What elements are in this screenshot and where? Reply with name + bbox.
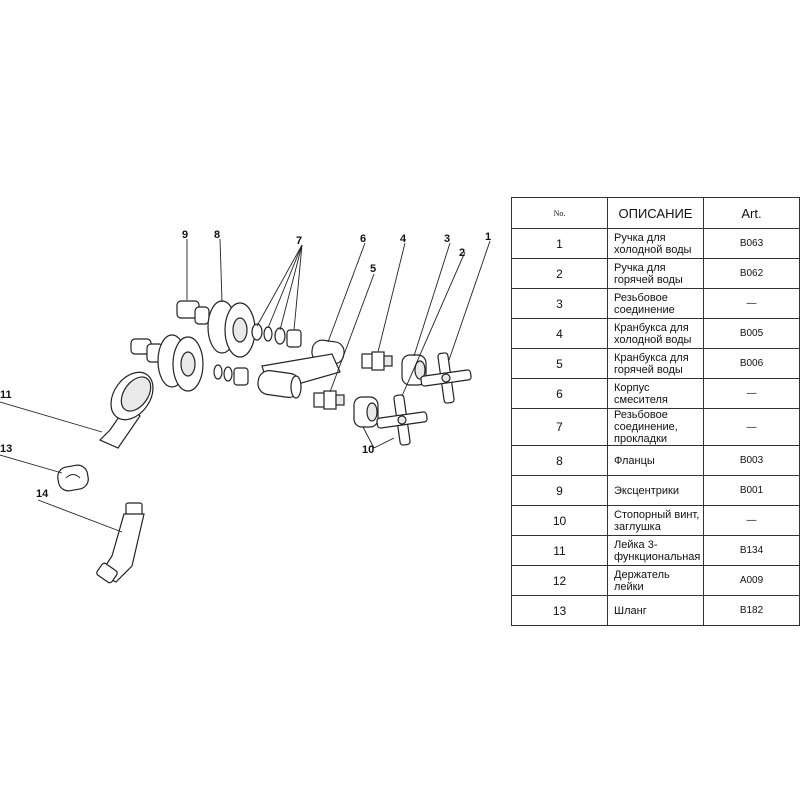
row-art: — bbox=[703, 378, 800, 409]
row-art: B063 bbox=[703, 228, 800, 259]
row-description: Кранбукса для горячей воды bbox=[607, 348, 704, 379]
callout-10: 10 bbox=[362, 444, 374, 456]
part-8-flange-upper bbox=[207, 300, 256, 358]
row-art: B005 bbox=[703, 318, 800, 349]
part-4-cartridge-cold bbox=[361, 351, 393, 371]
row-description: Лейка 3-функциональная bbox=[607, 535, 704, 566]
part-2-cross-handle-hot bbox=[376, 394, 428, 446]
callout-13: 13 bbox=[0, 443, 12, 455]
callout-8: 8 bbox=[214, 229, 220, 241]
row-description: Корпус смесителя bbox=[607, 378, 704, 409]
row-no: 1 bbox=[511, 228, 608, 259]
part-9-eccentric-upper bbox=[176, 300, 210, 325]
row-no: 13 bbox=[511, 595, 608, 626]
row-description: Держатель лейки bbox=[607, 565, 704, 596]
row-description: Фланцы bbox=[607, 445, 704, 476]
row-no: 4 bbox=[511, 318, 608, 349]
row-description: Ручка для холодной воды bbox=[607, 228, 704, 259]
row-no: 7 bbox=[511, 408, 608, 446]
part-6-mixer-body bbox=[257, 339, 345, 399]
exploded-parts-diagram: 9 8 7 6 5 4 3 2 1 10 11 13 14 bbox=[0, 229, 491, 584]
row-description: Стопорный винт, заглушка bbox=[607, 505, 704, 536]
part-8-flange-lower bbox=[157, 334, 204, 392]
row-description: Ручка для горячей воды bbox=[607, 258, 704, 289]
row-description: Эксцентрики bbox=[607, 475, 704, 506]
header-no: No. bbox=[511, 197, 608, 229]
row-art: B062 bbox=[703, 258, 800, 289]
part-3-threaded-connection bbox=[353, 354, 427, 428]
row-no: 9 bbox=[511, 475, 608, 506]
row-no: 11 bbox=[511, 535, 608, 566]
callout-4: 4 bbox=[400, 233, 407, 245]
row-no: 6 bbox=[511, 378, 608, 409]
callout-11: 11 bbox=[0, 389, 12, 401]
row-no: 2 bbox=[511, 258, 608, 289]
row-art: A009 bbox=[703, 565, 800, 596]
row-no: 5 bbox=[511, 348, 608, 379]
row-art: B182 bbox=[703, 595, 800, 626]
row-art: B006 bbox=[703, 348, 800, 379]
leader-lines bbox=[0, 238, 491, 533]
callout-1: 1 bbox=[485, 231, 491, 243]
row-art: B134 bbox=[703, 535, 800, 566]
callout-9: 9 bbox=[182, 229, 188, 241]
callout-7: 7 bbox=[296, 235, 302, 247]
callout-5: 5 bbox=[370, 263, 376, 275]
header-art: Art. bbox=[703, 197, 800, 229]
callout-3: 3 bbox=[444, 233, 450, 245]
callout-14: 14 bbox=[36, 488, 49, 500]
row-art: B001 bbox=[703, 475, 800, 506]
row-art: B003 bbox=[703, 445, 800, 476]
row-art: — bbox=[703, 408, 800, 446]
part-1-cross-handle-cold bbox=[420, 352, 472, 404]
row-art: — bbox=[703, 505, 800, 536]
row-description: Резьбовое соединение, прокладки bbox=[607, 408, 704, 446]
part-11-hand-shower bbox=[98, 371, 154, 449]
row-description: Кранбукса для холодной воды bbox=[607, 318, 704, 349]
row-no: 8 bbox=[511, 445, 608, 476]
row-description: Шланг bbox=[607, 595, 704, 626]
row-no: 10 bbox=[511, 505, 608, 536]
part-14-hose bbox=[96, 502, 145, 584]
table-header-row: No. ОПИСАНИЕ Art. bbox=[511, 197, 800, 229]
row-description: Резьбовое соединение bbox=[607, 288, 704, 319]
part-7-seals-lower bbox=[213, 364, 249, 386]
callout-6: 6 bbox=[360, 233, 366, 245]
part-5-cartridge-hot bbox=[313, 390, 345, 410]
callout-2: 2 bbox=[459, 247, 465, 259]
part-7-seals-upper bbox=[251, 323, 302, 348]
row-no: 12 bbox=[511, 565, 608, 596]
row-art: — bbox=[703, 288, 800, 319]
part-13-shower-holder bbox=[57, 464, 89, 492]
row-no: 3 bbox=[511, 288, 608, 319]
header-description: ОПИСАНИЕ bbox=[607, 197, 704, 229]
